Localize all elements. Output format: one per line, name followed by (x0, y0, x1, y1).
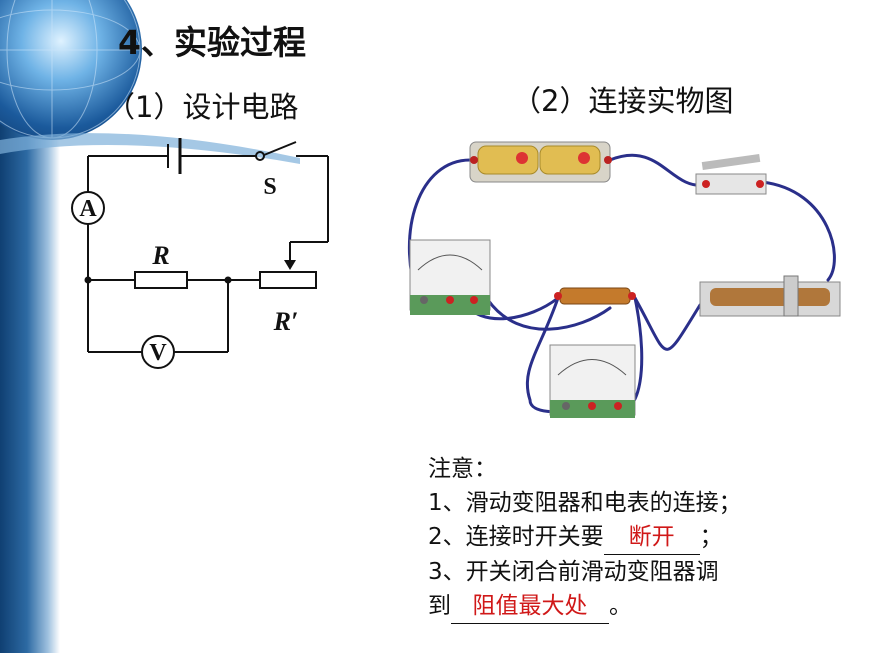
page-title: 4、实验过程 (118, 23, 306, 62)
wire (633, 296, 702, 351)
physical-connection-heading: （2）连接实物图 (512, 84, 734, 118)
notes-heading: 注意： (428, 456, 497, 482)
rheostat-label: R′ (273, 307, 299, 336)
note-item-2-suffix: ； (699, 524, 723, 550)
note-item-3-cont: 到阻值最大处。 (428, 589, 742, 624)
ammeter-label: A (79, 196, 97, 222)
note-item-2-prefix: 2、连接时开关要 (428, 524, 604, 550)
wire (486, 298, 612, 331)
note-item-3-suffix: 。 (609, 593, 632, 619)
note-item-1: 1、滑动变阻器和电表的连接； (428, 490, 742, 516)
note-item-3: 3、开关闭合前滑动变阻器调 (428, 559, 719, 585)
circuit-design-heading: （1）设计电路 (106, 90, 299, 124)
junction-dot (84, 276, 92, 284)
wire (608, 153, 707, 187)
switch-image (695, 154, 767, 195)
voltmeter-label: V (149, 340, 167, 366)
wire (760, 180, 836, 282)
circuit-diagram: A V S R R′ (71, 138, 329, 369)
switch-blade (263, 141, 297, 156)
physical-circuit-illustration (407, 141, 841, 418)
switch-label: S (263, 174, 276, 200)
resistor-label: R (151, 241, 169, 270)
note-item-3-prefix: 到 (428, 593, 451, 619)
notes-block: 注意： 1、滑动变阻器和电表的连接； 2、连接时开关要断开 ； 3、开关闭合前滑动… (428, 452, 742, 624)
ammeter-image (409, 239, 491, 315)
note-item-2-blank: 断开 (603, 520, 700, 555)
note-item-3-answer: 阻值最大处 (472, 593, 588, 619)
swoosh-decoration (0, 133, 300, 164)
note-item-2-answer: 断开 (628, 524, 675, 550)
rheostat-image (699, 275, 841, 317)
note-item-2: 2、连接时开关要断开 ； (428, 520, 742, 555)
battery-pack-image (469, 141, 612, 183)
resistor-image (554, 287, 636, 305)
note-item-3-blank: 阻值最大处 (451, 589, 609, 624)
switch-pivot (255, 151, 265, 161)
voltmeter-image (549, 344, 636, 418)
junction-dot (224, 276, 232, 284)
